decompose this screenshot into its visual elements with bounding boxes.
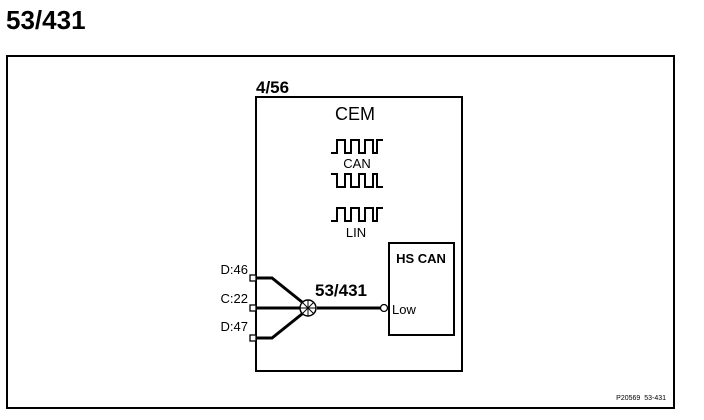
diagram-frame [6, 55, 675, 409]
square-wave-icon [331, 139, 383, 154]
page-title: 53/431 [6, 5, 86, 35]
connector-terminal [249, 274, 257, 282]
cem-module-box [255, 96, 463, 372]
splice-ref: 53/431 [315, 281, 367, 300]
connector-terminal [249, 334, 257, 342]
signal-label-can: CAN [343, 156, 370, 171]
hs-can-title: HS CAN [396, 251, 446, 266]
connector-terminal [249, 304, 257, 312]
pin-label-d47: D:47 [221, 319, 248, 334]
signal-label-lin: LIN [346, 225, 366, 240]
hs-can-block [388, 242, 455, 336]
pin-label-d46: D:46 [221, 262, 248, 277]
splice-icon [299, 299, 317, 317]
hs-can-pin-label: Low [392, 302, 416, 317]
component-ref: 4/56 [256, 78, 289, 97]
wire-harness [255, 276, 381, 340]
pin-terminal-low [379, 303, 389, 313]
square-wave-icon [331, 173, 383, 188]
square-wave-icon [331, 207, 383, 222]
figure-reference: P20569 53-431 [616, 395, 666, 402]
module-name: CEM [335, 104, 375, 124]
pin-label-c22: C:22 [221, 291, 248, 306]
